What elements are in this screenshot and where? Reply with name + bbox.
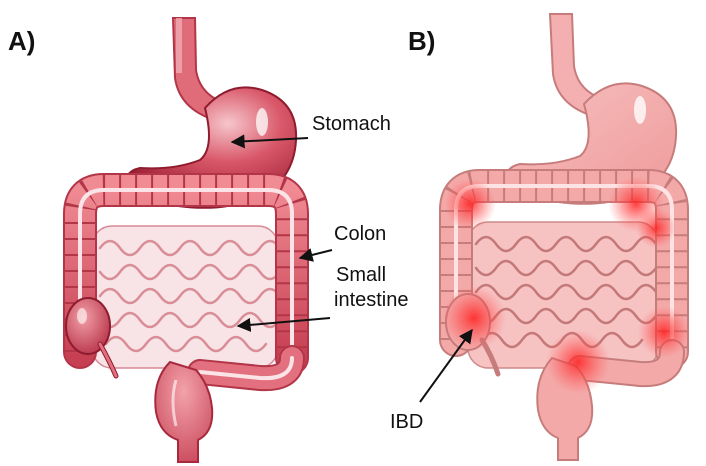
colon-pointer [298,248,333,262]
small-intestine-label-line2: intestine [334,289,409,311]
ibd-pointer [419,328,473,403]
rectum-a [154,360,214,463]
ibd-label: IBD [390,411,423,433]
colon-a [63,173,309,392]
panel-b: B) [390,13,690,461]
small-intestine-label-line1: Small [336,264,386,286]
cecum-a [65,297,111,355]
panel-b-label: B) [408,26,435,56]
inflammation-spots [442,176,690,394]
panel-a-label: A) [8,26,35,56]
stomach-label: Stomach [312,113,391,135]
stomach-pointer [230,134,309,149]
colon-label: Colon [334,223,386,245]
panel-a: A) [8,17,409,463]
small-intestine-pointer [236,317,331,332]
